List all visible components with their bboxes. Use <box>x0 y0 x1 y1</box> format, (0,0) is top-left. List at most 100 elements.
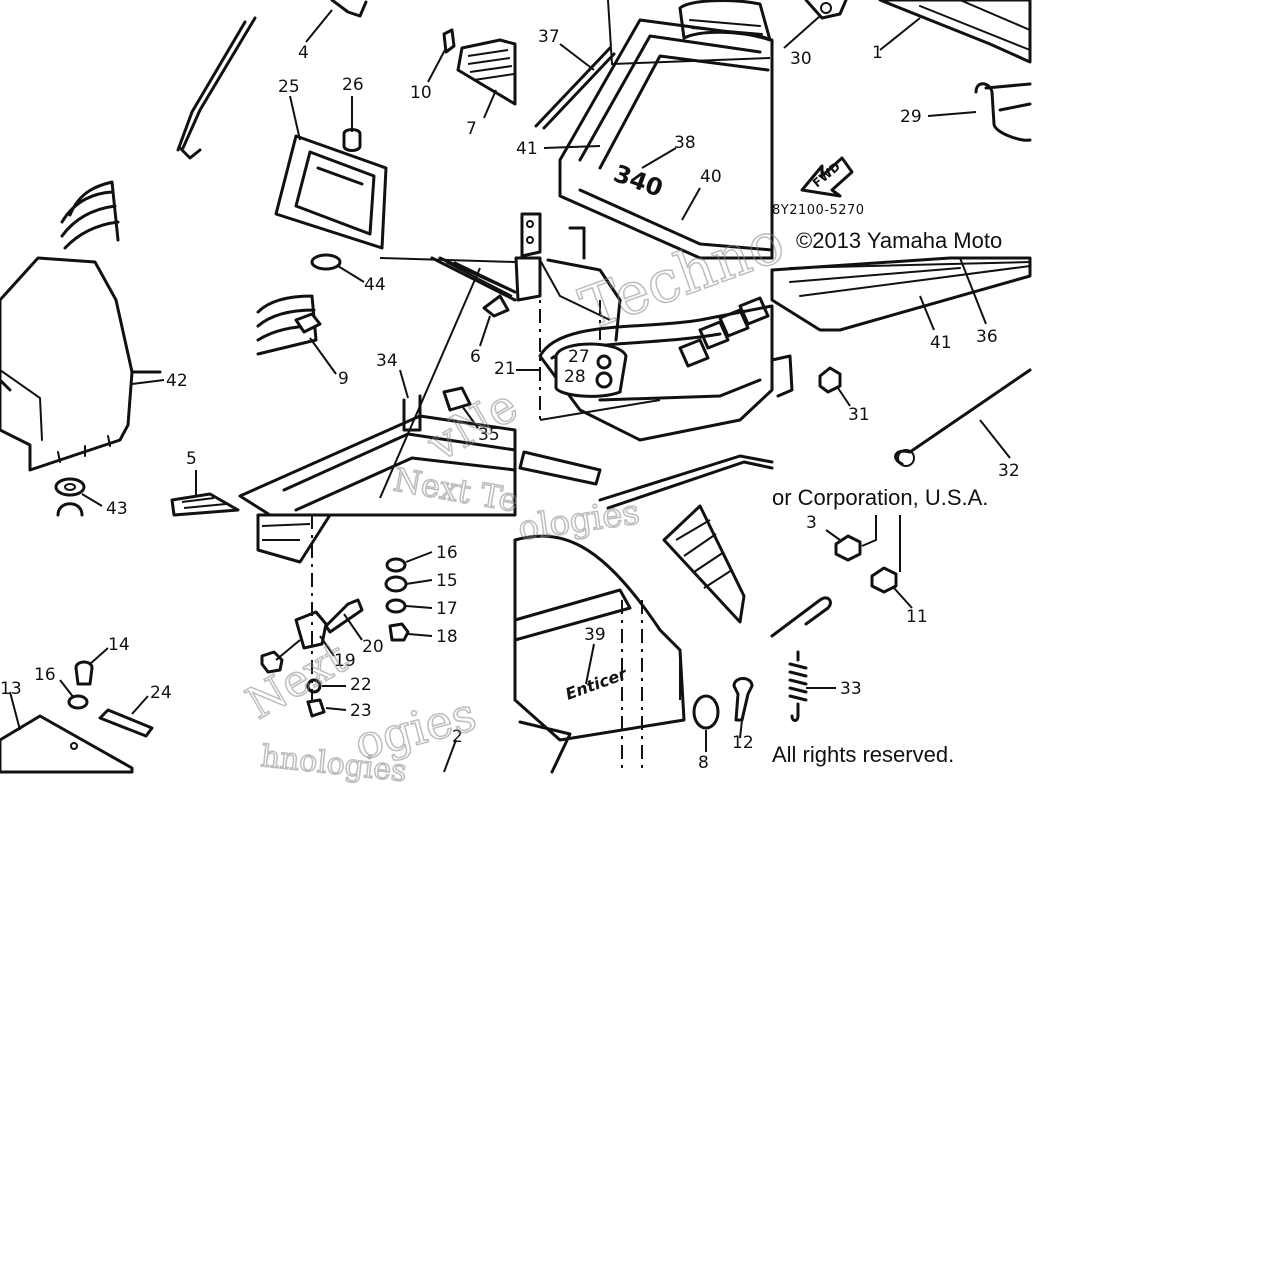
fwd-arrow-decal <box>800 156 854 198</box>
callout-3: 3 <box>806 513 817 533</box>
tile-top-mid-left <box>274 0 517 271</box>
hood-side-left <box>256 513 332 564</box>
callout-20: 20 <box>362 637 384 657</box>
watermark-text-d: Next <box>238 632 356 730</box>
nut-31 <box>818 366 842 394</box>
screw-12 <box>732 677 754 722</box>
tile-bottom-right: All rights reserved. <box>770 515 954 767</box>
diagram-code: 8Y2100-5270 <box>772 203 865 218</box>
copyright-line-3: All rights reserved. <box>772 742 954 767</box>
callout-9: 9 <box>338 369 349 389</box>
watermark-text-c: ologies <box>516 492 642 549</box>
callout-8: 8 <box>698 753 709 773</box>
callout-33: 33 <box>840 679 862 699</box>
callout-34: 34 <box>376 351 398 371</box>
copyright-line-1: ©2013 Yamaha Moto <box>796 228 1002 253</box>
tray-13 <box>0 714 134 774</box>
louver-grille-34 <box>256 294 318 356</box>
clip-35 <box>442 386 472 412</box>
tile-center <box>482 256 794 510</box>
callout-26: 26 <box>342 75 364 95</box>
handle-29 <box>974 82 1032 142</box>
side-shield-left <box>0 256 134 472</box>
cable-32 <box>894 368 1032 466</box>
callout-25: 25 <box>278 77 300 97</box>
strip-top <box>430 256 517 302</box>
callout-7: 7 <box>466 119 477 139</box>
seat-rail-1 <box>878 0 1032 64</box>
washer-17 <box>385 598 407 614</box>
callout-38: 38 <box>674 133 696 153</box>
callout-2: 2 <box>452 727 463 747</box>
washer-44 <box>310 253 342 271</box>
copyright-line-2: or Corporation, U.S.A. <box>772 485 988 510</box>
callout-16-lower: 16 <box>34 665 56 685</box>
nut-23 <box>306 698 326 718</box>
bolt-28 <box>595 371 613 389</box>
callout-42: 42 <box>166 371 188 391</box>
grease-nipple-14 <box>74 660 94 686</box>
tile-center-left <box>238 256 517 517</box>
louver-grille-left <box>60 180 120 250</box>
nut-18 <box>388 622 410 642</box>
washer-43 <box>54 477 86 497</box>
callout-11: 11 <box>906 607 928 627</box>
nut-11 <box>870 566 898 594</box>
pad-5 <box>170 492 240 517</box>
hood-frame-40 <box>558 18 774 260</box>
clip-6 <box>482 294 510 318</box>
tile-bottom-center-left <box>256 513 410 718</box>
seal-strip <box>598 454 774 510</box>
tile-bottom-left <box>0 660 154 774</box>
callout-27: 27 <box>568 347 590 367</box>
hood-rail-36 <box>770 256 1032 332</box>
callout-17: 17 <box>436 599 458 619</box>
callout-36: 36 <box>976 327 998 347</box>
callout-15: 15 <box>436 571 458 591</box>
hood-hinge-bracket <box>520 212 542 258</box>
tile-top-left <box>0 16 257 472</box>
nut-3 <box>834 534 862 562</box>
grommet-8 <box>692 694 720 730</box>
tile-mid-left <box>0 370 240 517</box>
tile-mid-right: or Corporation, U.S.A. <box>770 256 1032 510</box>
callout-16-upper: 16 <box>436 543 458 563</box>
callout-10: 10 <box>410 83 432 103</box>
callout-41-right: 41 <box>930 333 952 353</box>
headlight-bezel-25 <box>274 134 388 250</box>
watermark-text-f: ogies <box>349 687 481 771</box>
strap-arm <box>176 16 257 160</box>
leader-lines <box>9 0 1011 773</box>
callout-28: 28 <box>564 367 586 387</box>
clip-10 <box>442 28 456 54</box>
callout-30: 30 <box>790 49 812 69</box>
cable-end <box>770 596 832 638</box>
tile-bottom-center-right: Enticer <box>513 504 754 774</box>
callout-37: 37 <box>538 27 560 47</box>
callout-1: 1 <box>872 43 883 63</box>
callout-4: 4 <box>298 43 309 63</box>
callout-5: 5 <box>186 449 197 469</box>
callout-6: 6 <box>470 347 481 367</box>
grille-panel-21 <box>538 304 774 442</box>
tile-top-mid-right: 340 <box>520 0 774 260</box>
clip-9 <box>294 312 322 334</box>
bracket-4 <box>330 0 368 18</box>
callout-23: 23 <box>350 701 372 721</box>
spring-33 <box>788 650 808 722</box>
callout-32: 32 <box>998 461 1020 481</box>
callout-43: 43 <box>106 499 128 519</box>
pin-24 <box>98 708 154 738</box>
callout-13: 13 <box>0 679 22 699</box>
nut-27 <box>596 354 612 370</box>
callout-41-top: 41 <box>516 139 538 159</box>
callout-22: 22 <box>350 675 372 695</box>
callout-35: 35 <box>478 425 500 445</box>
callout-12: 12 <box>732 733 754 753</box>
callout-31: 31 <box>848 405 870 425</box>
callout-44: 44 <box>364 275 386 295</box>
washer-16b <box>67 694 89 710</box>
callout-21: 21 <box>494 359 516 379</box>
callout-24: 24 <box>150 683 172 703</box>
callout-labels: 4 25 26 10 7 37 30 1 29 41 38 40 44 6 9 … <box>0 27 1020 773</box>
